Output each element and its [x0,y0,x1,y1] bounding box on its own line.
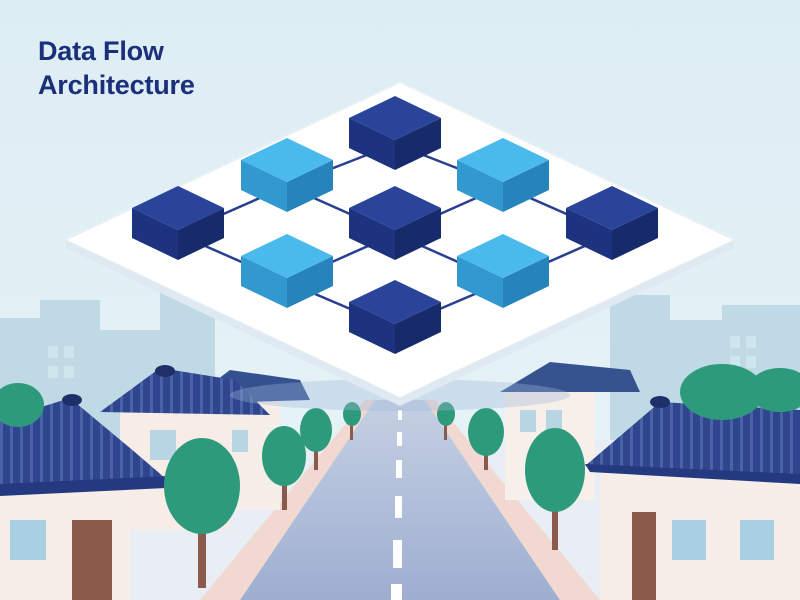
node-face [241,234,333,278]
node-face [241,160,287,212]
node-upper-right [457,138,549,212]
node-center [349,186,441,260]
node-face [566,208,612,260]
node-face [395,118,441,170]
node-face [457,138,549,182]
node-face [457,160,503,212]
background-windows [48,336,756,378]
node-face [503,256,549,308]
node-face [395,302,441,354]
node-lower-right [457,234,549,308]
node-right [566,186,658,260]
sidewalk-left [200,400,375,600]
page-title: Data Flow Architecture [38,34,195,102]
node-face [503,160,549,212]
node-bottom [349,280,441,354]
node-face [287,256,333,308]
node-lower-left [241,234,333,308]
node-face [349,302,395,354]
node-face [349,96,441,140]
node-face [566,186,658,230]
title-line-1: Data Flow [38,36,164,66]
node-top [349,96,441,170]
node-grid [132,96,658,354]
node-face [241,256,287,308]
node-upper-left [241,138,333,212]
node-face [132,208,178,260]
node-face [349,208,395,260]
node-left [132,186,224,260]
node-face [349,186,441,230]
title-line-2: Architecture [38,70,195,100]
node-face [395,208,441,260]
node-face [349,280,441,324]
house-left-front [0,394,168,600]
node-face [457,256,503,308]
trees [0,364,800,588]
node-face [241,138,333,182]
node-face [132,186,224,230]
road-markings [391,410,402,600]
node-face [612,208,658,260]
node-face [457,234,549,278]
node-face [349,118,395,170]
house-right-front [585,396,800,600]
node-face [287,160,333,212]
node-face [178,208,224,260]
